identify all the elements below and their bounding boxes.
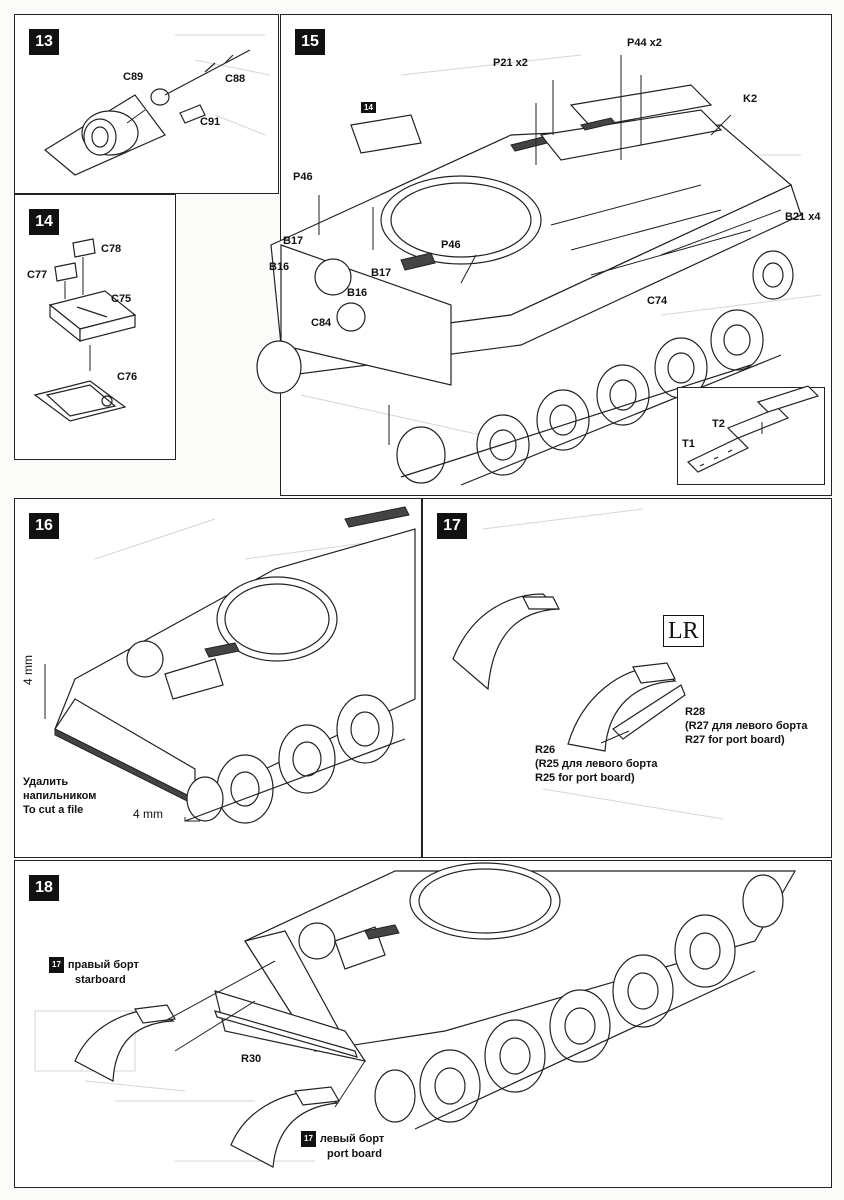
part-b16-b: B16	[347, 287, 368, 299]
step-15-badge: 15	[295, 29, 325, 55]
part-t1: T1	[682, 438, 695, 450]
lr-badge: LR	[663, 615, 704, 647]
step-15-panel: 15	[256, 14, 832, 496]
step-16-badge: 16	[29, 513, 59, 539]
part-p46-b: P46	[441, 239, 461, 251]
step-14-panel: 14 C78 C77 C75 C76	[14, 194, 176, 460]
part-c88: C88	[225, 73, 246, 85]
part-c77: C77	[27, 269, 48, 281]
part-c84: C84	[311, 317, 332, 329]
r26-label: R26 (R25 для левого борта R25 for port b…	[535, 744, 658, 784]
dim-4mm-left: 4 mm	[21, 655, 35, 685]
r28-label: R28 (R27 для левого борта R27 for port b…	[685, 706, 808, 746]
part-p46-a: P46	[293, 171, 313, 183]
part-b17-a: B17	[283, 235, 304, 247]
step-17-badge: 17	[437, 513, 467, 539]
dim-4mm-bottom: 4 mm	[133, 807, 163, 821]
step-15-drawing	[256, 54, 822, 486]
step-13-badge: 13	[29, 29, 59, 55]
part-b16-a: B16	[269, 261, 290, 273]
part-k2: K2	[743, 93, 758, 105]
part-c74: C74	[647, 295, 668, 307]
part-c89: C89	[123, 71, 144, 83]
part-r30: R30	[241, 1053, 262, 1065]
step-18-panel: 18	[14, 860, 832, 1188]
step-13-drawing	[43, 34, 271, 176]
step-16-drawing	[44, 506, 416, 824]
part-c75: C75	[111, 293, 132, 305]
part-c76: C76	[117, 371, 138, 383]
part-p44: P44 x2	[627, 37, 662, 49]
track-links-inset: T1 T2	[677, 385, 825, 485]
step-18-badge: 18	[29, 875, 59, 901]
step-13-panel: 13 C88 C89 C91	[14, 14, 279, 194]
step-18-drawing	[34, 862, 797, 1168]
part-p21: P21 x2	[493, 57, 528, 69]
ref-step-14-badge: 14	[361, 101, 380, 113]
part-b17-b: B17	[371, 267, 392, 279]
part-t2: T2	[712, 418, 725, 430]
part-c91: C91	[200, 116, 221, 128]
step-17-panel: 17 LR R28 (R27 для левого борта R27 for …	[422, 498, 832, 858]
step-16-panel: 16 4 mm 4 mm	[14, 498, 422, 858]
step-14-drawing	[33, 238, 137, 422]
cut-file-note: Удалить напильником To cut a file	[23, 776, 97, 816]
step-17-drawing	[452, 508, 724, 820]
step-14-badge: 14	[29, 209, 59, 235]
part-c78: C78	[101, 243, 122, 255]
part-b21: B21 x4	[785, 211, 821, 223]
